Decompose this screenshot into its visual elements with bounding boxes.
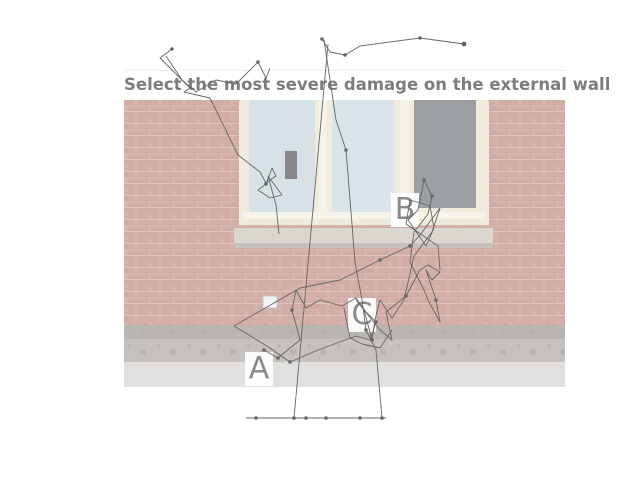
trace-path-3 (321, 37, 465, 56)
wall-photo-illustration (124, 100, 565, 387)
wall-photo (124, 100, 565, 387)
choice-b-button[interactable]: B (391, 193, 419, 227)
choice-c-button[interactable]: C (348, 298, 376, 332)
question-text: Select the most severe damage on the ext… (124, 70, 610, 99)
choice-a-button[interactable]: A (245, 352, 273, 386)
